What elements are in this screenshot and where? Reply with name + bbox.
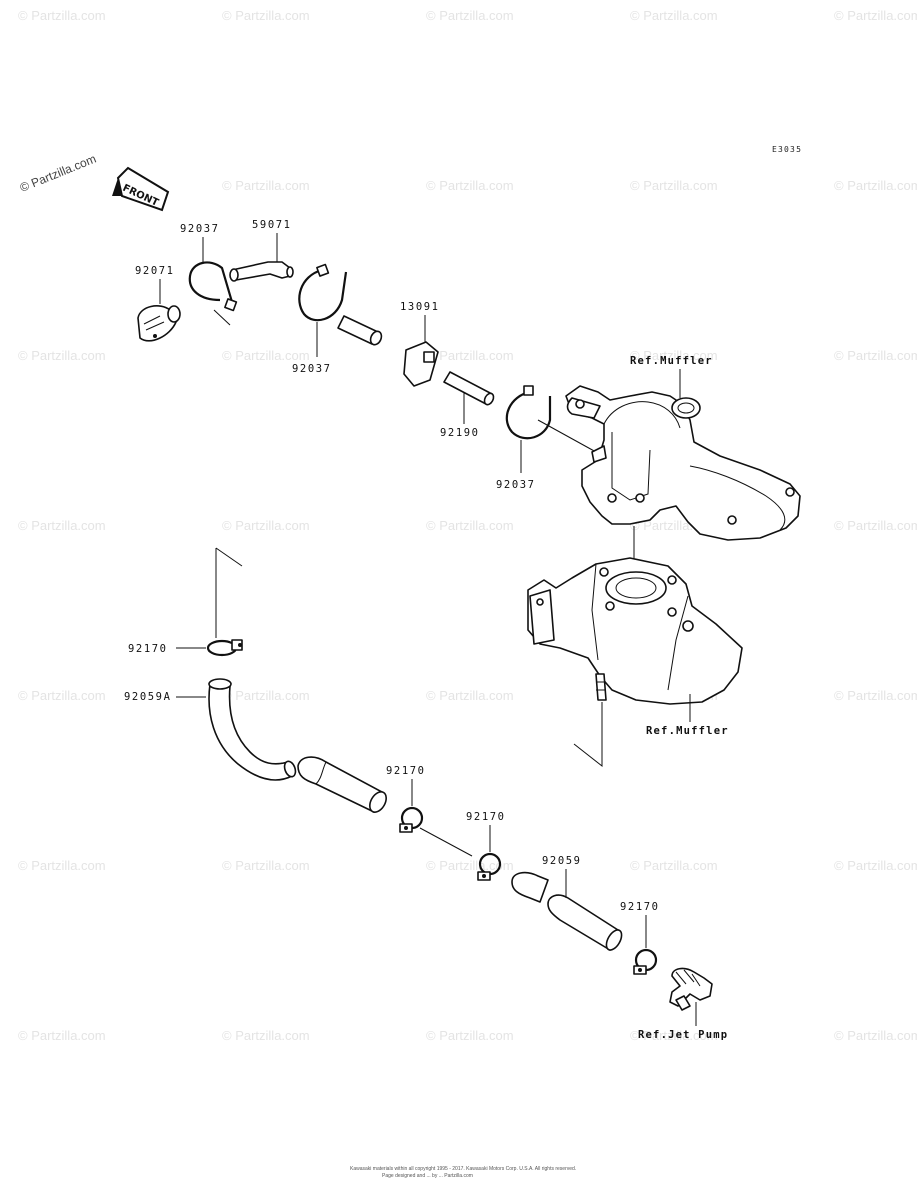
part-92059-hose: [511, 871, 623, 951]
watermark: © Partzilla.com: [222, 518, 310, 533]
watermark: © Partzilla.com: [222, 1028, 310, 1043]
watermark: © Partzilla.com: [18, 348, 106, 363]
part-92170-clamp-b: [399, 806, 424, 833]
watermark: © Partzilla.com: [426, 688, 514, 703]
watermark: © Partzilla.com: [18, 8, 106, 23]
watermark: © Partzilla.com: [834, 688, 917, 703]
part-92037-clamp-left: [188, 261, 238, 326]
part-92071-fitting: [137, 305, 181, 342]
label-59071: 59071: [252, 219, 292, 231]
label-92037-b: 92037: [292, 363, 332, 375]
part-92037-clamp-right: [505, 385, 552, 440]
part-92170-clamp-d: [633, 948, 658, 975]
watermark: © Partzilla.com: [426, 1028, 514, 1043]
label-ref-muffler-top: Ref.Muffler: [630, 355, 713, 367]
label-92190: 92190: [440, 427, 480, 439]
part-92037-clamp-middle: [298, 263, 348, 322]
watermark: © Partzilla.com: [18, 688, 106, 703]
watermark: © Partzilla.com: [222, 8, 310, 23]
muffler-upper-housing: [565, 385, 801, 541]
watermark: © Partzilla.com: [222, 178, 310, 193]
label-ref-muffler-bottom: Ref.Muffler: [646, 725, 729, 737]
part-hose-short: [337, 315, 383, 346]
watermark: © Partzilla.com: [222, 858, 310, 873]
watermark: © Partzilla.com: [630, 178, 718, 193]
label-92059: 92059: [542, 855, 582, 867]
watermark: © Partzilla.com: [18, 518, 106, 533]
watermark: © Partzilla.com: [426, 178, 514, 193]
watermark: © Partzilla.com: [222, 688, 310, 703]
watermark: © Partzilla.com: [630, 8, 718, 23]
watermark: © Partzilla.com: [18, 858, 106, 873]
watermark: © Partzilla.com: [426, 348, 514, 363]
label-92037-a: 92037: [180, 223, 220, 235]
watermark: © Partzilla.com: [834, 8, 917, 23]
watermark: © Partzilla.com: [630, 1028, 718, 1043]
label-ref-jet-pump: Ref.Jet Pump: [638, 1029, 728, 1041]
leader-corner-left-diagonal: [215, 547, 243, 567]
watermark: © Partzilla.com: [426, 518, 514, 533]
copyright-line-1: Kawasaki materials within all copyright …: [350, 1166, 576, 1172]
label-13091: 13091: [400, 301, 440, 313]
label-92170-a: 92170: [128, 643, 168, 655]
part-92059a-hose: [208, 678, 297, 781]
leader-between-clamps: [419, 827, 473, 857]
label-92059a: 92059A: [124, 691, 172, 703]
part-13091-block: [403, 341, 439, 387]
jet-pump-fitting: [669, 967, 713, 1011]
watermark: © Partzilla.com: [630, 348, 718, 363]
label-92170-c: 92170: [466, 811, 506, 823]
label-92170-b: 92170: [386, 765, 426, 777]
leader-clamp-to-muffler: [537, 419, 597, 453]
part-92170-clamp-c: [477, 852, 502, 881]
leader-nipple-corner: [573, 702, 603, 768]
watermark: © Partzilla.com: [834, 1028, 917, 1043]
label-92071: 92071: [135, 265, 175, 277]
watermark: © Partzilla.com: [834, 348, 917, 363]
watermark: © Partzilla.com: [426, 8, 514, 23]
part-92190-pin: [443, 371, 495, 406]
watermark: © Partzilla.com: [426, 858, 514, 873]
label-92170-d: 92170: [620, 901, 660, 913]
muffler-lower-body: [527, 557, 743, 705]
part-92170-clamp-a: [206, 639, 243, 657]
watermark: © Partzilla.com: [834, 178, 917, 193]
partzilla-watermark-angled: © Partzilla.com: [18, 152, 98, 195]
diagram-code: E3035: [772, 145, 802, 154]
watermark: © Partzilla.com: [834, 518, 917, 533]
part-hose-straight-upper: [297, 756, 387, 813]
watermark: © Partzilla.com: [222, 348, 310, 363]
watermark: © Partzilla.com: [834, 858, 917, 873]
part-59071-elbow: [229, 261, 294, 282]
watermark: © Partzilla.com: [18, 1028, 106, 1043]
front-arrow-icon: FRONT: [112, 166, 170, 212]
copyright-line-2: Page designed and ... by ... Partzilla.c…: [382, 1173, 473, 1179]
label-92037-c: 92037: [496, 479, 536, 491]
watermark: © Partzilla.com: [630, 858, 718, 873]
